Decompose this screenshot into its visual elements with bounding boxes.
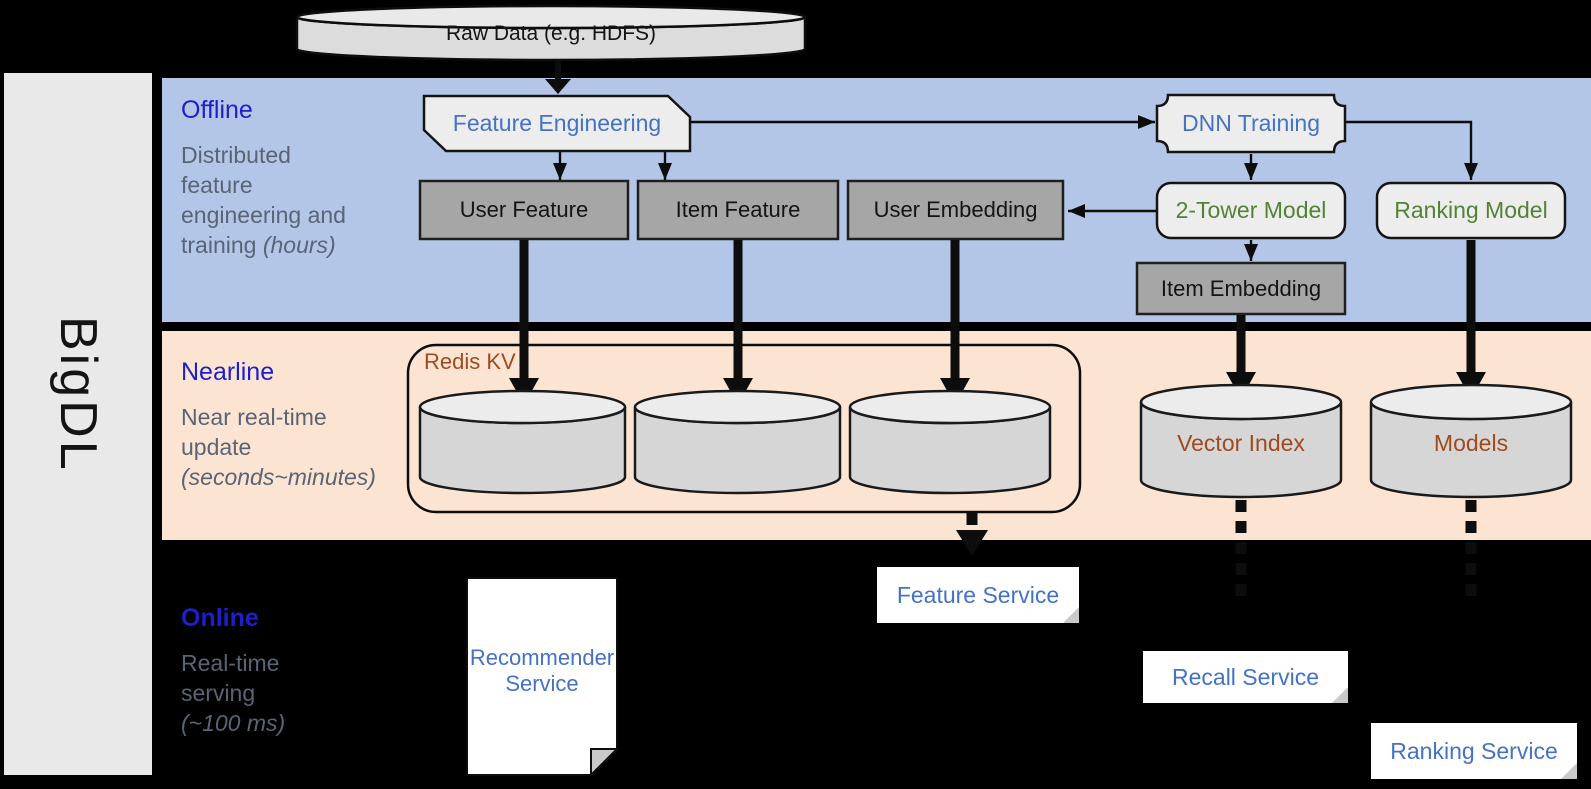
feature-service-label: Feature Service (896, 581, 1060, 608)
item-embedding-label: Item Embedding (1160, 275, 1322, 301)
bigdl-logo-text: BigDL (49, 315, 107, 473)
raw-data-label: Raw Data (e.g. HDFS) (445, 22, 657, 45)
redis-cylinders (418, 389, 1052, 495)
dashed-arrowhead-featureservice (956, 530, 988, 556)
item-feature-label: Item Feature (675, 197, 801, 222)
redis-kv-label: Redis KV (424, 349, 516, 374)
feature-engineering-shape (422, 94, 692, 153)
arrow-dnn-to-rankingmodel (1345, 120, 1478, 180)
vector-index-label: Vector Index (1177, 429, 1305, 456)
raw-data-cylinder (295, 4, 807, 62)
item-embedding-box (1135, 261, 1347, 316)
recommender-service-document (466, 577, 620, 778)
thick-arrows (509, 240, 1486, 405)
feature-engineering-label: Feature Engineering (452, 110, 662, 136)
dnn-training-label: DNN Training (1181, 110, 1321, 136)
dnn-training-shape (1155, 93, 1347, 154)
models-cylinder (1369, 383, 1573, 499)
redis-kv-container (406, 343, 1082, 514)
ranking-model-box (1375, 181, 1567, 240)
bigdl-sidebar: BigDL (4, 73, 152, 775)
feature-service-box (877, 567, 1079, 623)
item-feature-box (636, 179, 840, 241)
user-feature-box (418, 179, 630, 241)
offline-section-desc: Distributed feature engineering and trai… (181, 142, 346, 258)
ranking-service-label: Ranking Service (1390, 737, 1558, 764)
online-section-desc: Real-time serving (~100 ms) (181, 650, 286, 736)
user-embedding-box (846, 179, 1065, 241)
recall-service-box (1143, 651, 1348, 703)
online-section-title: Online (181, 604, 259, 632)
models-label: Models (1433, 429, 1509, 456)
ranking-service-box (1371, 723, 1577, 779)
offline-section-title: Offline (181, 96, 253, 124)
two-tower-model-label: 2-Tower Model (1175, 197, 1327, 223)
vector-index-cylinder (1139, 383, 1343, 499)
user-embedding-label: User Embedding (873, 197, 1038, 222)
recall-service-label: Recall Service (1172, 663, 1319, 690)
user-feature-label: User Feature (459, 197, 589, 222)
nearline-section-title: Nearline (181, 358, 275, 386)
recommender-service-label: Recommender Service (469, 644, 615, 696)
ranking-model-label: Ranking Model (1394, 197, 1548, 223)
arrow-rawdata-to-fe (545, 61, 571, 94)
nearline-section-desc: Near real-time update (seconds~minutes) (181, 404, 376, 490)
